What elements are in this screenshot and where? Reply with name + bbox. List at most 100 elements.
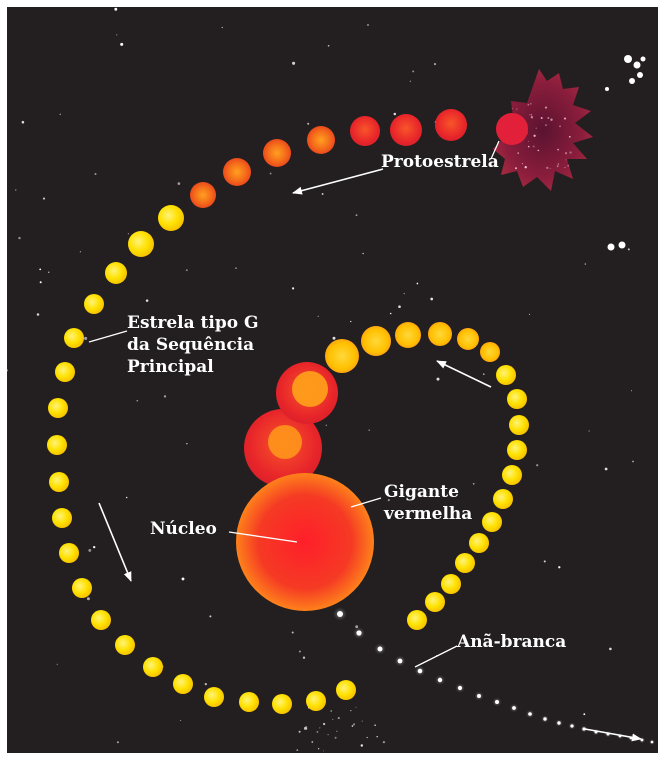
background-star [433, 63, 437, 66]
white-dwarf-dot [528, 712, 532, 716]
label-red-giant-line1: Gigante [384, 482, 459, 502]
background-star [436, 377, 440, 381]
main-sequence-star [496, 113, 528, 145]
nebula-speck [537, 149, 540, 152]
label-white-dwarf: Anã-branca [457, 632, 567, 652]
nebula-speck [535, 127, 537, 129]
background-star [47, 271, 50, 274]
white-dwarf-dot [417, 668, 423, 674]
main-sequence-star [59, 543, 79, 563]
label-g-star-line2: da Sequência [127, 335, 255, 355]
background-star [292, 61, 296, 65]
background-star [409, 80, 411, 82]
nebula-speck [567, 164, 570, 167]
nebula-speck [569, 151, 572, 154]
background-star [209, 615, 212, 618]
background-star [181, 577, 185, 581]
main-sequence-star [128, 231, 154, 257]
nebula-speck [563, 117, 567, 120]
background-star [368, 429, 370, 431]
nebula-speck [532, 145, 535, 148]
background-star [317, 748, 320, 750]
main-sequence-star [204, 687, 224, 707]
nebula-speck [564, 166, 566, 169]
main-sequence-path [47, 109, 528, 714]
nebula-speck [521, 163, 523, 165]
label-red-giant: Gigante vermelha [384, 481, 472, 525]
background-star [221, 26, 223, 29]
star-cluster-top-right [605, 55, 646, 91]
background-star [125, 496, 128, 499]
background-star [376, 735, 378, 738]
background-star [325, 424, 327, 426]
background-star [15, 189, 17, 191]
background-star [367, 24, 369, 26]
main-sequence-star [115, 635, 135, 655]
background-star [317, 315, 319, 317]
nebula-speck [524, 166, 527, 169]
nebula-speck [528, 141, 530, 142]
nebula-speck [559, 125, 561, 127]
background-star [360, 744, 363, 747]
arrow-left-descent [98, 502, 132, 582]
background-star [186, 443, 188, 445]
diagram-canvas: Protoestrela Estrela tipo G da Sequência… [7, 7, 658, 753]
background-star [302, 656, 306, 659]
main-sequence-star [239, 692, 259, 712]
nebula-speck [527, 103, 530, 106]
main-sequence-star [143, 657, 163, 677]
background-star [127, 233, 129, 235]
background-star [604, 467, 608, 471]
giant-branch-star [395, 322, 421, 348]
background-star [350, 710, 352, 712]
background-star [120, 42, 124, 46]
nebula-speck [544, 106, 548, 109]
background-star [292, 287, 295, 290]
white-dwarf-dot [495, 700, 499, 704]
background-star [609, 647, 612, 651]
nebula-speck [565, 159, 567, 161]
main-sequence-star [263, 139, 291, 167]
giant-branch-star [407, 610, 427, 630]
background-star [389, 312, 392, 315]
giant-branch-star [425, 592, 445, 612]
background-star [39, 268, 42, 271]
label-g-star: Estrela tipo G da Sequência Principal [127, 312, 259, 378]
main-sequence-star [390, 114, 422, 146]
background-star [472, 483, 475, 485]
background-star [269, 172, 272, 175]
label-g-star-line1: Estrela tipo G [127, 313, 259, 333]
label-protostar: Protoestrela [381, 152, 499, 172]
background-star [177, 182, 181, 185]
background-star [627, 248, 630, 251]
white-dwarf-dot [356, 630, 362, 636]
white-dwarf-dot [640, 738, 644, 742]
main-sequence-star [72, 578, 92, 598]
background-star [334, 736, 337, 739]
nebula-speck [530, 116, 534, 119]
background-star [355, 625, 359, 629]
giant-branch-star [361, 326, 391, 356]
background-star [374, 724, 376, 726]
main-sequence-star [84, 294, 104, 314]
giant-branch-star [325, 339, 359, 373]
background-star [116, 741, 119, 744]
nebula-speck [533, 134, 536, 137]
nebula-speck [557, 163, 560, 165]
main-sequence-star [47, 435, 67, 455]
white-dwarf-dot [570, 724, 574, 728]
leader-nucleus [228, 531, 298, 543]
nebula-speck [546, 166, 549, 170]
giant-branch-star [441, 574, 461, 594]
background-star [305, 728, 308, 730]
background-star [336, 730, 338, 732]
background-star [36, 313, 40, 316]
background-star [327, 734, 329, 736]
background-star [322, 750, 325, 752]
main-sequence-star [158, 205, 184, 231]
background-star [528, 313, 531, 315]
giant-branch-path [325, 322, 529, 630]
nebula-speck [556, 165, 559, 168]
background-star [114, 7, 118, 11]
white-dwarf-dot [397, 658, 403, 664]
